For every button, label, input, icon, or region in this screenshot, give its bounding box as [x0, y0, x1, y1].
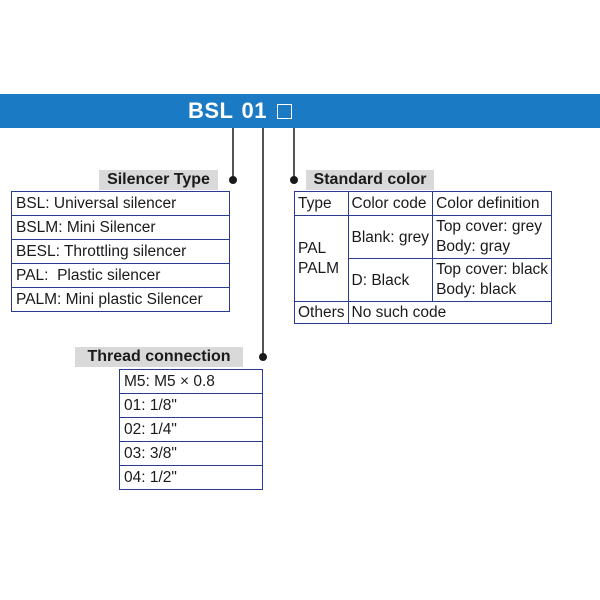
thread-item: 02: 1/4" — [119, 417, 263, 442]
silencer-type-dot — [229, 176, 237, 184]
others-code-cell: No such code — [347, 301, 553, 324]
silencer-type-item: PALM: Mini plastic Silencer — [11, 287, 230, 312]
column-header-color-definition: Color definition — [432, 191, 553, 216]
table-row: M5: M5 × 0.8 — [119, 369, 263, 394]
standard-color-table: Type Color code Color definition PAL PAL… — [294, 191, 553, 324]
color-code-cell: D: Black — [347, 258, 434, 302]
color-code-placeholder-box — [276, 103, 292, 119]
title-banner — [0, 94, 600, 128]
silencer-type-table: BSL: Universal silencer BSLM: Mini Silen… — [11, 191, 230, 312]
thread-item: M5: M5 × 0.8 — [119, 369, 263, 394]
standard-color-dot — [290, 176, 298, 184]
table-header-row: Type Color code Color definition — [294, 191, 553, 216]
model-code-size: 01 — [241, 98, 267, 123]
thread-item: 01: 1/8" — [119, 393, 263, 418]
type-line: PAL — [298, 239, 327, 257]
silencer-type-item: BESL: Throttling silencer — [11, 239, 230, 264]
table-row: 02: 1/4" — [119, 417, 263, 442]
table-row: BSL: Universal silencer — [11, 191, 230, 216]
model-code: BSL 01 — [188, 96, 292, 126]
silencer-type-item: PAL: Plastic silencer — [11, 263, 230, 288]
definition-line: Top cover: black — [436, 261, 549, 278]
type-line: PALM — [298, 259, 340, 277]
table-row: Others No such code — [294, 301, 553, 324]
type-cell-pal-palm: PAL PALM — [294, 215, 349, 302]
thread-connection-table: M5: M5 × 0.8 01: 1/8" 02: 1/4" 03: 3/8" … — [119, 369, 263, 490]
color-definition-cell: Top cover: grey Body: gray — [432, 215, 553, 259]
thread-connection-dot — [259, 353, 267, 361]
table-row: BESL: Throttling silencer — [11, 239, 230, 264]
definition-line: Top cover: grey — [436, 218, 543, 235]
thread-item: 04: 1/2" — [119, 465, 263, 490]
color-code-cell: Blank: grey — [347, 215, 434, 259]
silencer-type-heading: Silencer Type — [99, 170, 218, 190]
definition-line: Body: gray — [436, 238, 511, 255]
table-row: PAL PALM Blank: grey Top cover: grey Bod… — [294, 215, 553, 302]
standard-color-heading: Standard color — [306, 170, 434, 190]
table-row: 04: 1/2" — [119, 465, 263, 490]
color-definition-cell: Top cover: black Body: black — [432, 258, 553, 302]
model-code-prefix: BSL — [188, 98, 234, 123]
table-row: PAL: Plastic silencer — [11, 263, 230, 288]
table-row: BSLM: Mini Silencer — [11, 215, 230, 240]
column-header-type: Type — [294, 191, 349, 216]
column-header-color-code: Color code — [347, 191, 434, 216]
type-cell-others: Others — [294, 301, 349, 324]
thread-item: 03: 3/8" — [119, 441, 263, 466]
silencer-type-item: BSL: Universal silencer — [11, 191, 230, 216]
table-row: 03: 3/8" — [119, 441, 263, 466]
silencer-type-item: BSLM: Mini Silencer — [11, 215, 230, 240]
table-row: PALM: Mini plastic Silencer — [11, 287, 230, 312]
thread-connection-heading: Thread connection — [75, 347, 243, 367]
table-row: 01: 1/8" — [119, 393, 263, 418]
table-row: D: Black Top cover: black Body: black — [295, 258, 553, 302]
definition-line: Body: black — [436, 281, 517, 298]
